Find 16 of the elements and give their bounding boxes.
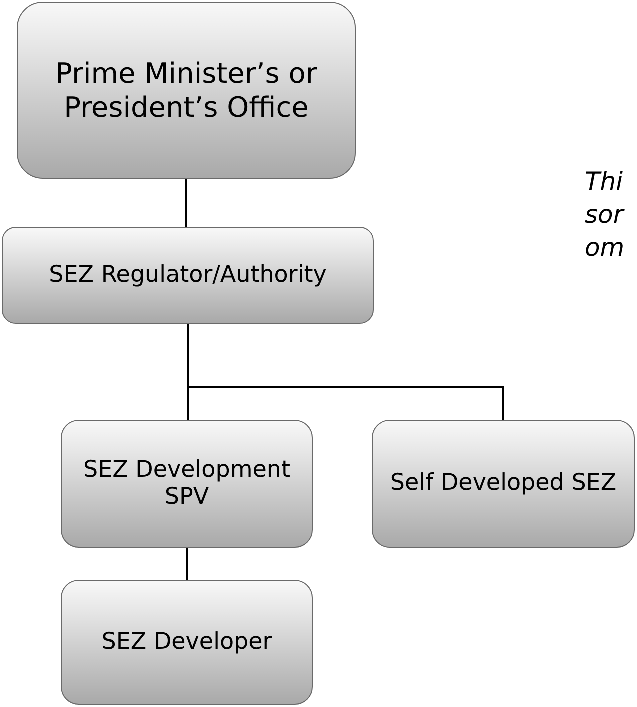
connector-line	[187, 324, 504, 420]
box-label: SEZ Regulator/Authority	[49, 262, 327, 290]
org-box	[372, 420, 635, 548]
org-box	[2, 227, 374, 324]
box-label: SEZ Development SPV	[82, 456, 292, 512]
org-box	[17, 2, 356, 179]
note-text: om	[585, 233, 625, 262]
connector-line	[186, 179, 188, 227]
note-text: Thi	[585, 167, 624, 196]
box-label: Prime Minister’s or President’s Office	[54, 57, 318, 124]
org-box	[61, 580, 313, 705]
connector-line	[186, 548, 188, 580]
box-label: Self Developed SEZ	[390, 470, 617, 498]
org-box	[61, 420, 313, 548]
box-label: SEZ Developer	[102, 628, 272, 656]
note-text: sor	[585, 200, 624, 229]
